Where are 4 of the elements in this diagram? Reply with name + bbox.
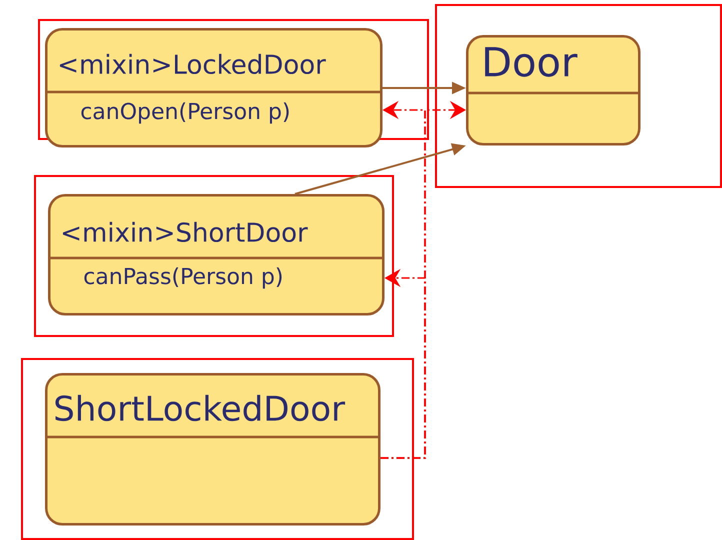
class-box: Door (466, 35, 640, 146)
class-box: ShortLockedDoor (45, 373, 380, 526)
class-box: <mixin>LockedDoor canOpen(Person p) (45, 28, 382, 148)
class-box: <mixin>ShortDoor canPass(Person p) (48, 194, 384, 316)
